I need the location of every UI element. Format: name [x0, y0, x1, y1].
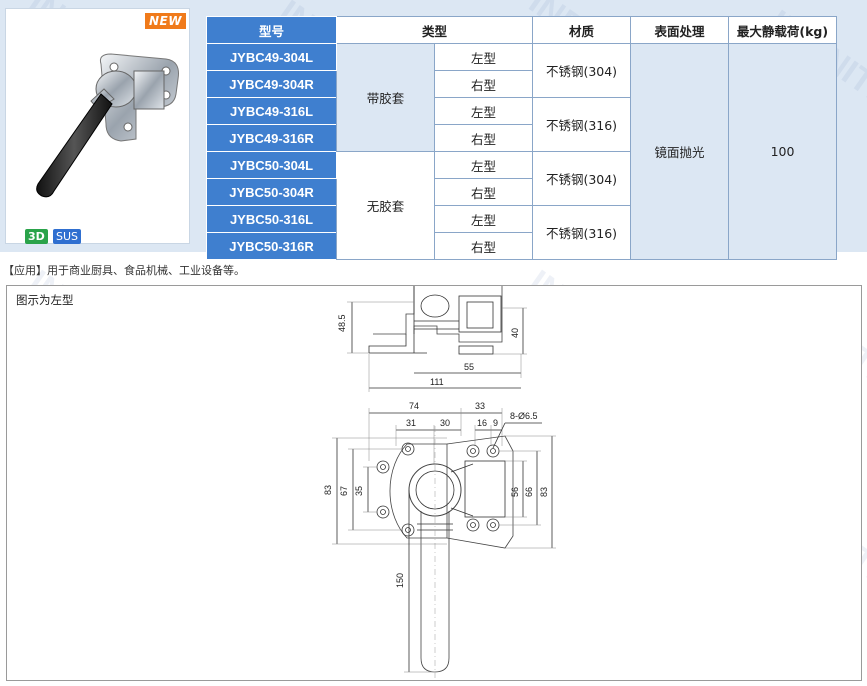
drawing-caption: 图示为左型 [16, 293, 74, 307]
material-cell: 不锈钢(304) [532, 43, 631, 98]
model-cell: JYBC49-304R [206, 70, 337, 98]
finish-cell: 镜面抛光 [630, 43, 729, 260]
header-max-load: 最大静载荷(kg) [728, 16, 837, 44]
model-cell: JYBC50-316L [206, 205, 337, 233]
dim-label: 48.5 [337, 314, 347, 332]
type-cell: 带胶套 [336, 43, 435, 152]
dim-label: 67 [339, 486, 349, 496]
hand-cell: 右型 [434, 178, 533, 206]
table-row: JYBC49-316R 右型 [206, 124, 837, 152]
top-view: 48.5 40 55 111 [337, 286, 527, 392]
table-row: JYBC50-304R 右型 [206, 178, 837, 206]
3d-badge: 3D [25, 229, 48, 244]
type-cell: 无胶套 [336, 151, 435, 260]
material-cell: 不锈钢(316) [532, 97, 631, 152]
model-cell: JYBC50-304L [206, 151, 337, 179]
hand-cell: 左型 [434, 43, 533, 71]
front-view: 74 33 31 30 16 9 8-Ø6.5 [323, 401, 556, 678]
dim-label: 74 [409, 401, 419, 411]
header-finish: 表面处理 [630, 16, 729, 44]
hand-cell: 右型 [434, 232, 533, 260]
dim-label: 111 [430, 377, 444, 387]
product-photo: NEW 3D SUS [5, 8, 190, 244]
dim-label: 30 [440, 418, 450, 428]
model-cell: JYBC49-304L [206, 43, 337, 71]
header-model: 型号 [206, 16, 337, 44]
application-note: 【应用】用于商业厨具、食品机械、工业设备等。 [3, 264, 245, 277]
hand-cell: 左型 [434, 97, 533, 125]
model-cell: JYBC50-304R [206, 178, 337, 206]
new-badge: NEW [145, 13, 186, 29]
dim-label: 83 [539, 487, 549, 497]
hand-cell: 左型 [434, 151, 533, 179]
dim-label: 33 [475, 401, 485, 411]
hand-cell: 左型 [434, 205, 533, 233]
technical-drawing: 图示为左型 48.5 40 55 [6, 285, 862, 681]
dim-label: 55 [464, 362, 474, 372]
model-cell: JYBC50-316R [206, 232, 337, 260]
latch-handle-photo-icon [36, 53, 179, 198]
table-row: JYBC50-304L 无胶套 左型 不锈钢(304) [206, 151, 837, 260]
hand-cell: 右型 [434, 70, 533, 98]
dim-label: 35 [354, 486, 364, 496]
material-cell: 不锈钢(316) [532, 205, 631, 260]
hand-cell: 右型 [434, 124, 533, 152]
max-load-cell: 100 [728, 43, 837, 260]
model-cell: JYBC49-316R [206, 124, 337, 152]
dim-label: 16 [477, 418, 487, 428]
material-cell: 不锈钢(304) [532, 151, 631, 206]
dim-label: 40 [510, 328, 520, 338]
table-row: JYBC49-304L 带胶套 左型 不锈钢(304) 镜面抛光 100 [206, 43, 837, 260]
sus-badge: SUS [53, 229, 82, 244]
table-row: JYBC49-304R 右型 [206, 70, 837, 98]
table-row: JYBC50-316L 左型 不锈钢(316) [206, 205, 837, 260]
model-cell: JYBC49-316L [206, 97, 337, 125]
dim-label: 150 [395, 573, 405, 588]
dim-label: 9 [493, 418, 498, 428]
dim-label: 31 [406, 418, 416, 428]
spec-table: 型号 类型 材质 表面处理 最大静载荷(kg) JYBC49-304L 带胶套 … [206, 16, 837, 260]
dim-label: 83 [323, 485, 333, 495]
header-material: 材质 [532, 16, 631, 44]
drawing-canvas: 48.5 40 55 111 74 33 31 [323, 286, 556, 678]
dim-label: 56 [510, 487, 520, 497]
table-row: JYBC49-316L 左型 不锈钢(316) [206, 97, 837, 152]
dim-label: 66 [524, 487, 534, 497]
header-type: 类型 [336, 16, 533, 44]
table-row: JYBC50-316R 右型 [206, 232, 837, 260]
hole-callout: 8-Ø6.5 [510, 411, 538, 421]
